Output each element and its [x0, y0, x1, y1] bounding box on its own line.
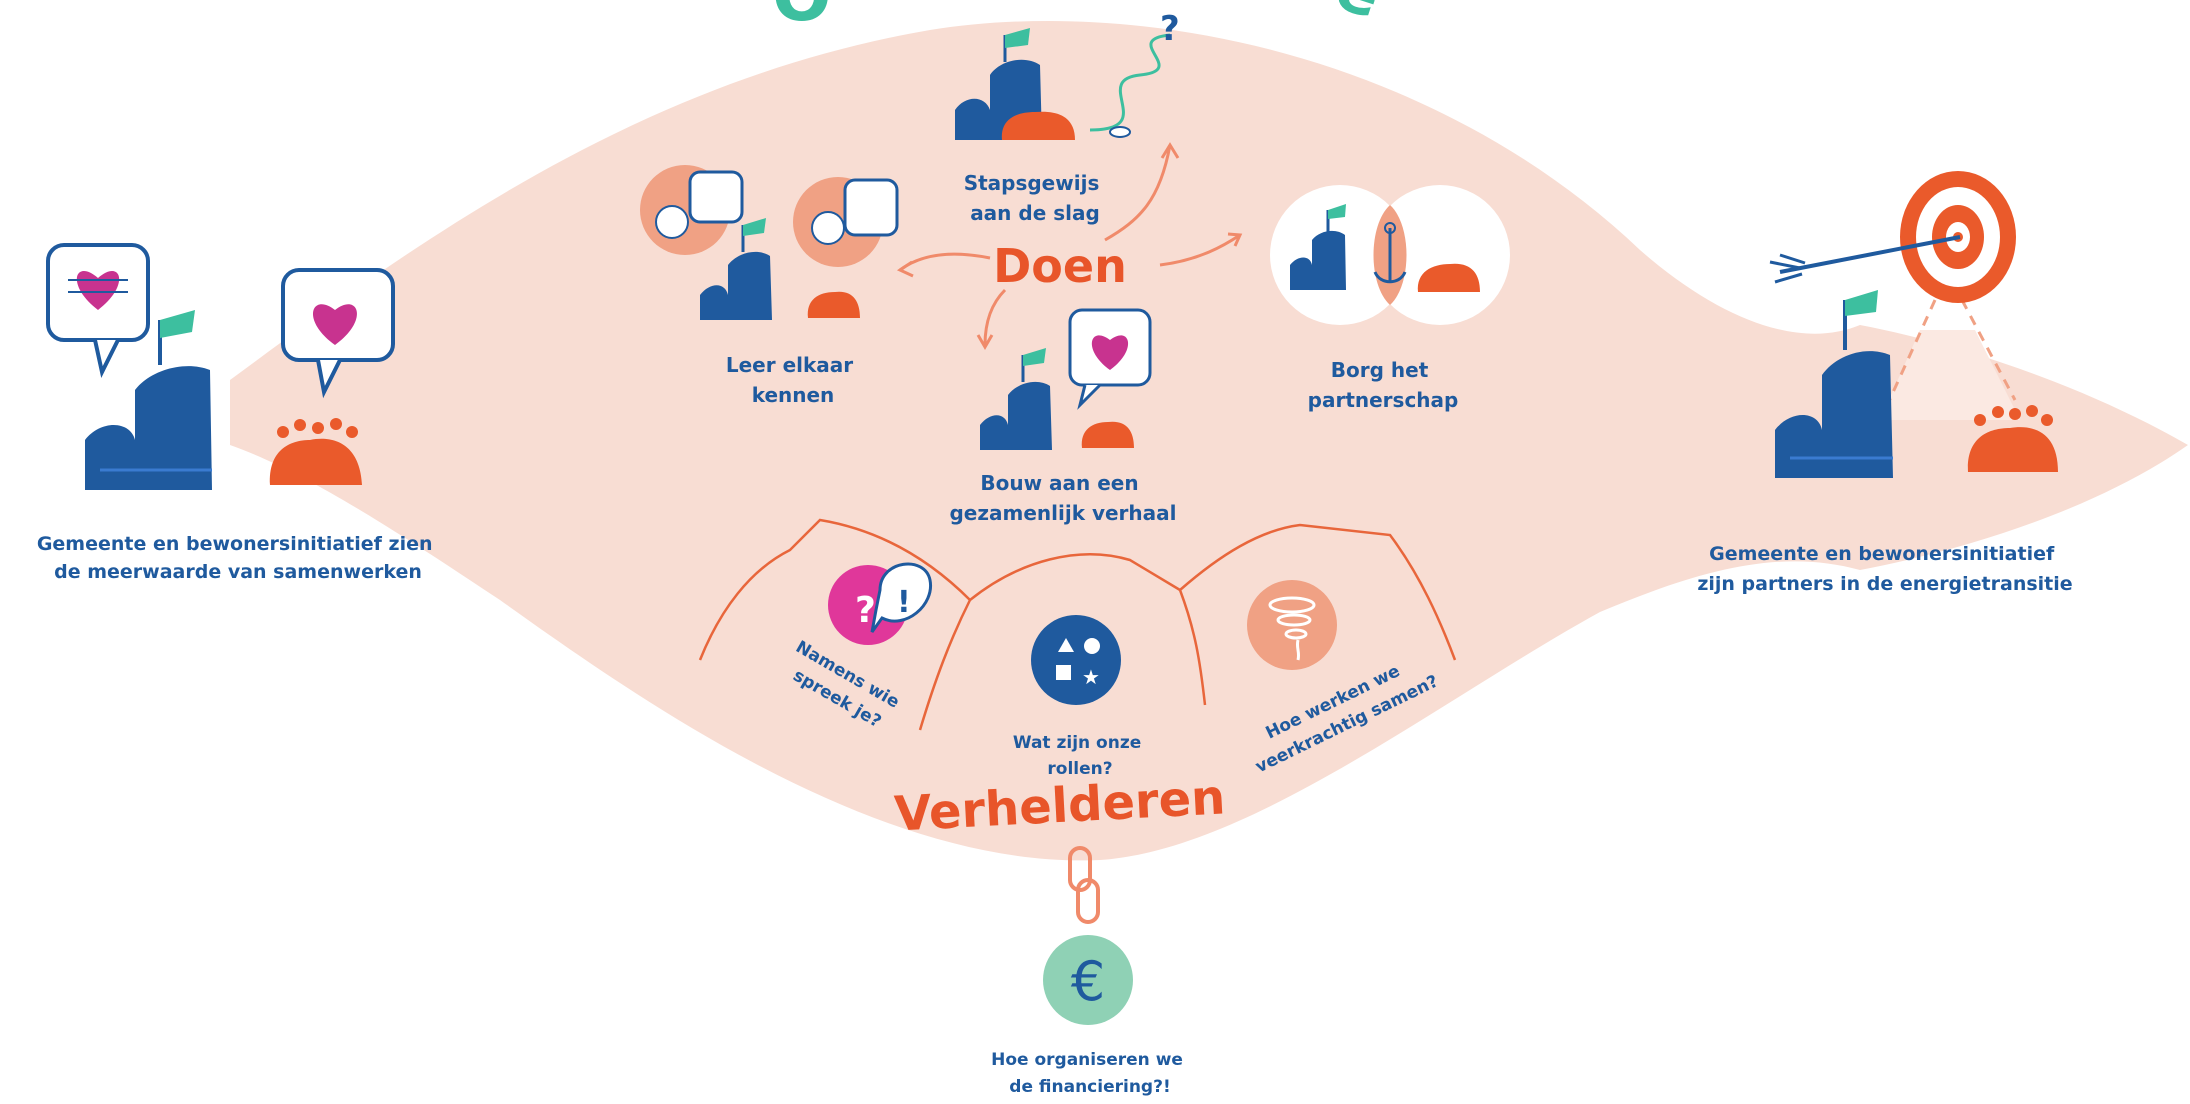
bouw-line-2: gezamenlijk verhaal: [949, 501, 1176, 525]
stapsgewijs-line-2: aan de slag: [970, 201, 1100, 225]
namens-icon: ? !: [828, 562, 932, 645]
stapsgewijs-label: Stapsgewijs aan de slag: [964, 171, 1107, 225]
chain-icon: [1068, 846, 1100, 924]
residents-group-icon: [269, 418, 362, 485]
title-fragment-right: e: [1327, 0, 1390, 33]
rollen-label: Wat zijn onze rollen?: [1013, 733, 1147, 779]
rollen-line-1: Wat zijn onze: [1013, 733, 1141, 753]
leer-illustration: [640, 165, 899, 320]
borg-label: Borg het partnerschap: [1308, 358, 1459, 412]
euro-coin-icon: €: [1043, 935, 1133, 1025]
municipality-building-icon: [1775, 290, 1893, 478]
residents-group-icon: [1967, 405, 2058, 472]
end-label-line-1: Gemeente en bewonersinitiatief: [1709, 543, 2055, 565]
verhelderen-fan-outline: [698, 518, 1457, 731]
bouw-illustration: [980, 308, 1152, 450]
leer-label: Leer elkaar kennen: [726, 353, 860, 407]
borg-line-2: partnerschap: [1308, 388, 1459, 412]
stapsgewijs-illustration: ?: [955, 9, 1180, 140]
process-arrow-shape: [230, 20, 2188, 861]
goal-illustration: [1769, 171, 2058, 478]
bouw-label: Bouw aan een gezamenlijk verhaal: [949, 471, 1176, 525]
bouw-line-1: Bouw aan een: [980, 471, 1138, 495]
arrow-icon: [1769, 235, 1961, 284]
borg-line-1: Borg het: [1331, 358, 1429, 382]
tornado-icon: [1247, 580, 1337, 670]
svg-text:!: !: [897, 585, 911, 620]
speech-bubble-heart-icon: [281, 268, 395, 399]
leer-line-1: Leer elkaar: [726, 353, 853, 377]
start-label: Gemeente en bewonersinitiatief zien de m…: [37, 533, 439, 583]
municipality-building-icon: [85, 310, 212, 490]
start-label-line-1: Gemeente en bewonersinitiatief zien: [37, 533, 433, 555]
start-illustration: [46, 243, 395, 490]
start-label-line-2: de meerwaarde van samenwerken: [54, 561, 422, 583]
financiering-label: Hoe organiseren we de financiering?!: [991, 1050, 1189, 1097]
borg-illustration: [1270, 185, 1510, 325]
end-label-line-2: zijn partners in de energietransitie: [1697, 573, 2072, 595]
speech-bubble-heart-icon: [46, 243, 150, 378]
stapsgewijs-line-1: Stapsgewijs: [964, 171, 1100, 195]
doen-heading: Doen: [993, 239, 1127, 293]
roles-shapes-icon: ★: [1031, 615, 1121, 705]
title-fragment-left: O: [772, 0, 832, 37]
svg-text:?: ?: [855, 590, 876, 631]
doen-arrows: [896, 142, 1243, 350]
svg-text:★: ★: [1082, 665, 1100, 689]
end-label: Gemeente en bewonersinitiatief zijn part…: [1697, 543, 2072, 595]
financiering-line-2: de financiering?!: [1009, 1077, 1170, 1097]
financiering-line-1: Hoe organiseren we: [991, 1050, 1183, 1070]
leer-line-2: kennen: [752, 383, 835, 407]
euro-symbol: €: [1071, 950, 1105, 1013]
rollen-line-2: rollen?: [1047, 759, 1112, 779]
question-mark: ?: [1160, 9, 1180, 49]
